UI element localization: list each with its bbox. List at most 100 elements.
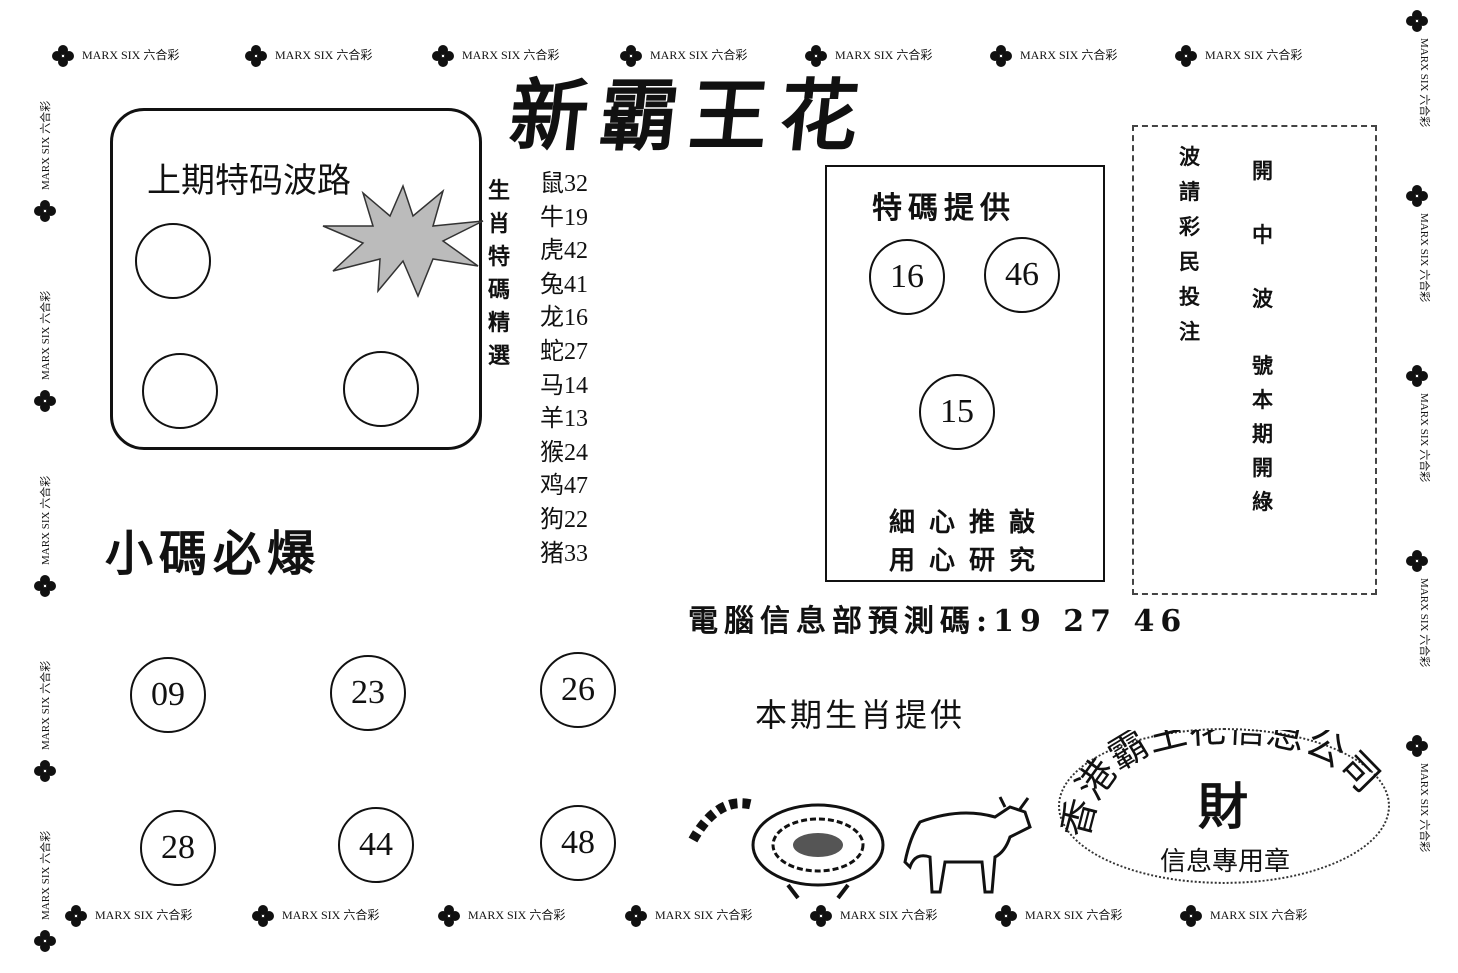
zodiac-number: 42 [564, 238, 588, 265]
last-wave-box: 上期特码波路 [110, 108, 484, 450]
number-ball: 26 [540, 652, 616, 728]
special-ball: 46 [984, 237, 1060, 313]
watermark-text: MARX SIX 六合彩 [1205, 48, 1303, 63]
company-stamp: 香港霸王花信息公司 財 信息專用章 [1058, 728, 1390, 884]
zodiac-animal: 马 [540, 372, 564, 399]
watermark: MARX SIX 六合彩 [620, 45, 747, 67]
watermark: MARX SIX 六合彩 [1180, 905, 1307, 927]
flower-icon [65, 905, 87, 927]
notice-char: 中 [1252, 222, 1273, 247]
zodiac-item: 鸡47 [540, 474, 588, 498]
starburst-icon [322, 183, 484, 298]
zodiac-number: 16 [564, 305, 588, 332]
flower-icon [1406, 735, 1428, 757]
wave-circle-1 [135, 223, 211, 299]
notice-char: 注 [1179, 319, 1200, 344]
zodiac-item: 羊13 [540, 407, 588, 431]
zodiac-animal: 狗 [540, 507, 564, 533]
notice-char: 開 [1252, 158, 1273, 183]
notice-col-2: 開中波 [1252, 139, 1273, 331]
watermark-text: MARX SIX 六合彩 [840, 908, 938, 923]
flower-icon [620, 45, 642, 67]
flower-icon [34, 575, 56, 597]
watermark-text: MARX SIX 六合彩 [1418, 393, 1430, 483]
watermark-text: MARX SIX 六合彩 [1418, 763, 1430, 853]
zodiac-item: 马14 [540, 374, 588, 398]
notice-col-1: 波請彩民投注 [1179, 139, 1200, 349]
zodiac-heading-char: 選 [488, 343, 511, 369]
watermark: MARX SIX 六合彩 [625, 905, 752, 927]
watermark-text: MARX SIX 六合彩 [1418, 578, 1430, 668]
watermark-text: MARX SIX 六合彩 [650, 48, 748, 63]
notice-char: 號 [1252, 353, 1273, 378]
wave-circle-3 [343, 351, 419, 427]
zodiac-heading-char: 碼 [488, 277, 511, 303]
watermark: MARX SIX 六合彩 [52, 45, 179, 67]
special-label: 特碼提供 [872, 191, 1016, 226]
special-line2: 用心研究 [889, 546, 1050, 576]
watermark-text: MARX SIX 六合彩 [468, 908, 566, 923]
flower-icon [625, 905, 647, 927]
notice-box: 波請彩民投注 開中波 號本期開綠 [1132, 125, 1377, 595]
watermark-text: MARX SIX 六合彩 [40, 290, 52, 380]
flower-icon [252, 905, 274, 927]
watermark-text: MARX SIX 六合彩 [1418, 38, 1430, 128]
flower-icon [990, 45, 1012, 67]
special-line1: 細心推敲 [889, 508, 1050, 538]
flower-icon [805, 45, 827, 67]
zodiac-animal: 牛 [540, 204, 564, 231]
zodiac-number: 22 [564, 507, 588, 533]
page-title: 新霸王花 [505, 71, 875, 162]
notice-char: 開 [1252, 455, 1273, 480]
flower-icon [1406, 185, 1428, 207]
notice-char: 彩 [1179, 214, 1200, 239]
stamp-arc-text: 香港霸王花信息公司 [1060, 730, 1389, 842]
flower-icon [1406, 550, 1428, 572]
stamp-center: 財 [1198, 777, 1248, 836]
zodiac-item: 鼠32 [540, 172, 588, 196]
notice-char: 期 [1252, 421, 1273, 446]
small-numbers-label: 小碼必爆 [105, 526, 322, 582]
notice-char: 波 [1252, 286, 1273, 311]
zodiac-animal: 猪 [540, 540, 564, 567]
number-ball: 09 [130, 657, 206, 733]
zodiac-animal: 羊 [540, 406, 564, 433]
watermark-text: MARX SIX 六合彩 [282, 908, 380, 923]
zodiac-item: 虎42 [540, 239, 588, 263]
zodiac-number: 47 [564, 473, 588, 500]
zodiac-animal: 鼠 [540, 171, 564, 197]
flower-icon [995, 905, 1017, 927]
zodiac-item: 猴24 [540, 441, 588, 465]
zodiac-number: 19 [564, 204, 588, 231]
flower-icon [1406, 10, 1428, 32]
watermark: MARX SIX 六合彩 [990, 45, 1117, 67]
notice-col-3: 號本期開綠 [1252, 349, 1273, 519]
notice-char: 投 [1179, 284, 1200, 309]
zodiac-heading-char: 肖 [488, 211, 511, 237]
notice-char: 請 [1179, 179, 1200, 204]
zodiac-animal: 虎 [540, 238, 564, 265]
zodiac-animal: 鸡 [540, 473, 564, 500]
ox-icon [903, 796, 1032, 894]
zodiac-item: 蛇27 [540, 340, 588, 364]
zodiac-item: 狗22 [540, 508, 588, 532]
flower-icon [34, 390, 56, 412]
watermark-text: MARX SIX 六合彩 [462, 48, 560, 63]
watermark: MARX SIX 六合彩 [432, 45, 559, 67]
watermark: MARX SIX 六合彩 [65, 905, 192, 927]
flower-icon [1175, 45, 1197, 67]
watermark: MARX SIX 六合彩 [245, 45, 372, 67]
watermark-text: MARX SIX 六合彩 [40, 100, 52, 190]
zodiac-number: 41 [564, 271, 588, 298]
flower-icon [34, 930, 56, 952]
watermark: MARX SIX 六合彩 [252, 905, 379, 927]
last-wave-label: 上期特码波路 [147, 161, 351, 201]
zodiac-heading: 生肖特碼精選 [488, 175, 510, 373]
flower-icon [810, 905, 832, 927]
special-ball: 15 [919, 374, 995, 450]
zodiac-number: 14 [564, 372, 588, 399]
wave-circle-2 [142, 353, 218, 429]
watermark-text: MARX SIX 六合彩 [95, 908, 193, 923]
zodiac-number: 27 [564, 339, 588, 365]
flower-icon [1180, 905, 1202, 927]
